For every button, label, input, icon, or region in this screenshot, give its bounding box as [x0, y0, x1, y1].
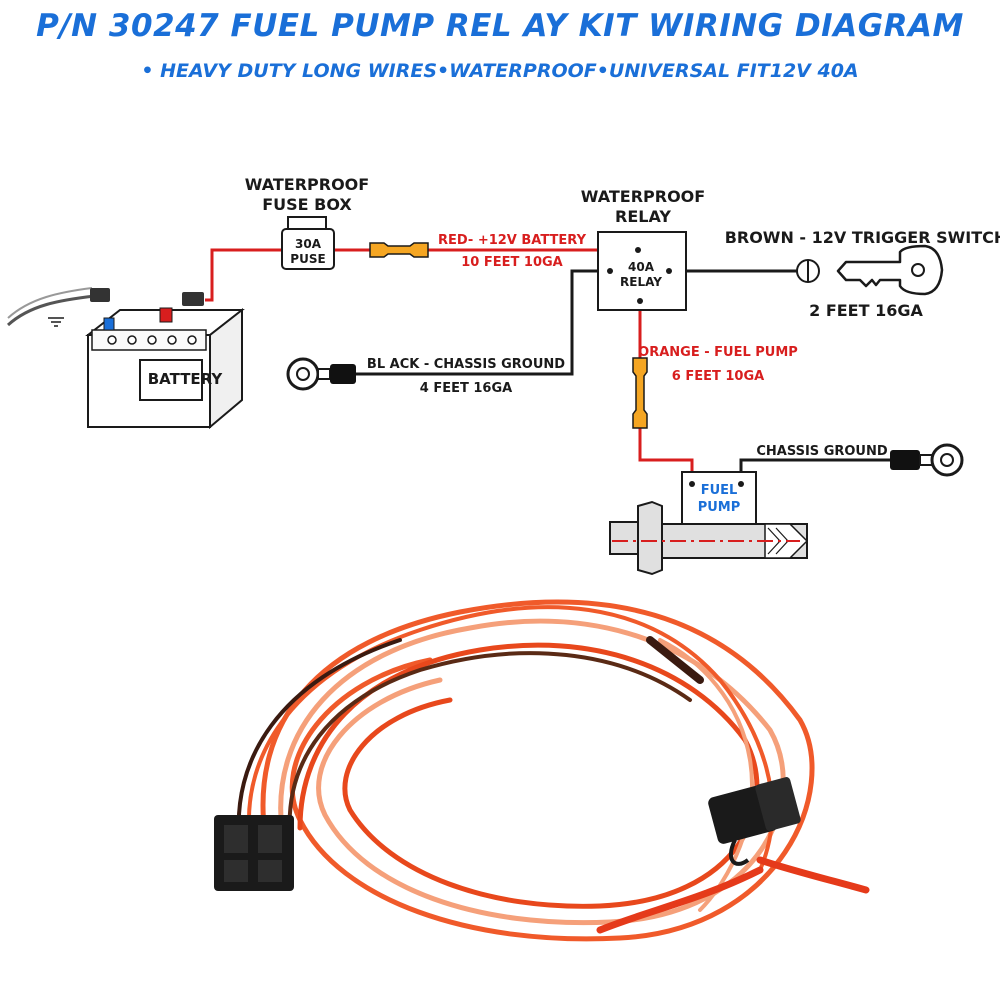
black-wire-ground [352, 269, 609, 376]
fuse-box-title-1: WATERPROOF [245, 175, 369, 194]
trigger-switch-icon [796, 259, 820, 283]
harness-photo [236, 599, 870, 942]
fuel-pump-label-2: PUMP [698, 500, 741, 515]
page-subtitle: • HEAVY DUTY LONG WIRES•WATERPROOF•UNIVE… [141, 60, 859, 82]
fuel-pump: FUEL PUMP [609, 471, 809, 576]
pump-ground-label: CHASSIS GROUND [756, 444, 888, 459]
fuse-text: PUSE [290, 252, 325, 266]
orange-wire-label: ORANGE - FUEL PUMP [638, 345, 798, 360]
brown-wire-length: 2 FEET 16GA [809, 301, 923, 320]
fuse-box: 30A PUSE [281, 216, 335, 270]
red-wire-battery [205, 248, 282, 302]
relay-title-2: RELAY [615, 207, 671, 226]
relay-text: RELAY [620, 275, 662, 289]
fuse-box-title-2: FUSE BOX [262, 195, 352, 214]
relay-box: 40A RELAY [597, 231, 687, 311]
harness-relay-socket [214, 815, 294, 891]
orange-wire-pump [638, 310, 694, 484]
battery-negative-cable [6, 294, 96, 327]
brown-wire-label: BROWN - 12V TRIGGER SWITCH [725, 228, 1000, 247]
ground-symbol-icon [48, 317, 64, 327]
black-wire-length: 4 FEET 16GA [420, 381, 512, 396]
battery: BATTERY [85, 288, 245, 430]
black-wire-label: BL ACK - CHASSIS GROUND [367, 357, 565, 372]
black-wire-pump-ground [739, 458, 892, 484]
relay-rating: 40A [628, 260, 655, 274]
harness-fuse-holder [708, 777, 801, 866]
page-title: P/N 30247 FUEL PUMP REL AY KIT WIRING DI… [36, 8, 964, 44]
red-wire-connector [369, 242, 429, 258]
battery-label: BATTERY [148, 370, 224, 388]
red-wire-length: 10 FEET 10GA [461, 255, 562, 270]
relay-title-1: WATERPROOF [581, 187, 705, 206]
key-icon [836, 244, 944, 296]
red-wire-label: RED- +12V BATTERY [438, 233, 587, 248]
orange-wire-length: 6 FEET 10GA [672, 369, 764, 384]
fuel-pump-label-1: FUEL [701, 483, 738, 498]
orange-wire-connector [632, 357, 648, 429]
pump-ground-ring-terminal [890, 443, 964, 477]
fuse-rating: 30A [295, 237, 322, 251]
ground-ring-terminal [286, 357, 356, 391]
